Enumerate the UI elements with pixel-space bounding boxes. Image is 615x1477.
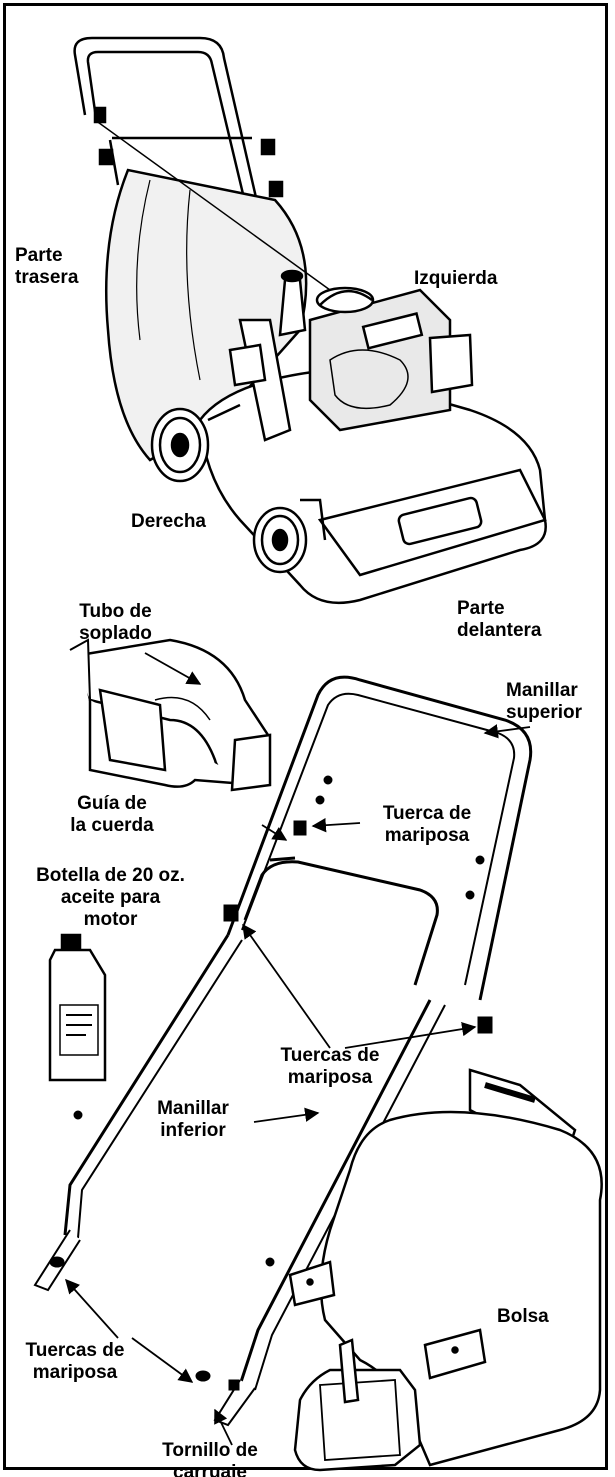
front-wheel (252, 506, 308, 574)
label-botella-aceite: Botella de 20 oz. aceite para motor (36, 865, 185, 930)
bag-illustration (288, 1068, 603, 1472)
diagram-border (3, 3, 608, 1470)
lawn-vacuum-illustration (73, 36, 547, 605)
label-tuerca-de-mariposa: Tuerca de mariposa (382, 803, 472, 846)
label-tornillo-de-carruaje: Tornillo de carruaje (162, 1440, 258, 1477)
assembled-bag (104, 168, 308, 462)
blow-tube-illustration (69, 638, 272, 792)
label-parte-trasera: Parte trasera (15, 245, 79, 288)
label-tuercas-de-mariposa-low: Tuercas de mariposa (25, 1340, 125, 1383)
label-guia-de-la-cuerda: Guía de la cuerda (70, 793, 154, 836)
label-bolsa: Bolsa (497, 1306, 549, 1327)
upper-handle-illustration (226, 675, 533, 1001)
label-tuercas-de-mariposa-mid: Tuercas de mariposa (280, 1045, 380, 1088)
assembled-upper-handle (73, 36, 262, 216)
label-parte-delantera: Parte delantera (457, 598, 542, 641)
label-izquierda: Izquierda (414, 268, 498, 289)
label-tubo-de-soplado: Tubo de soplado (79, 601, 152, 644)
label-manillar-inferior: Manillar inferior (157, 1098, 229, 1141)
oil-bottle-illustration (48, 933, 107, 1082)
leader-lines (65, 724, 531, 1446)
label-manillar-superior: Manillar superior (506, 680, 583, 723)
rear-wheel (150, 407, 210, 483)
label-derecha: Derecha (131, 511, 206, 532)
wing-nut-icons (49, 820, 493, 1391)
